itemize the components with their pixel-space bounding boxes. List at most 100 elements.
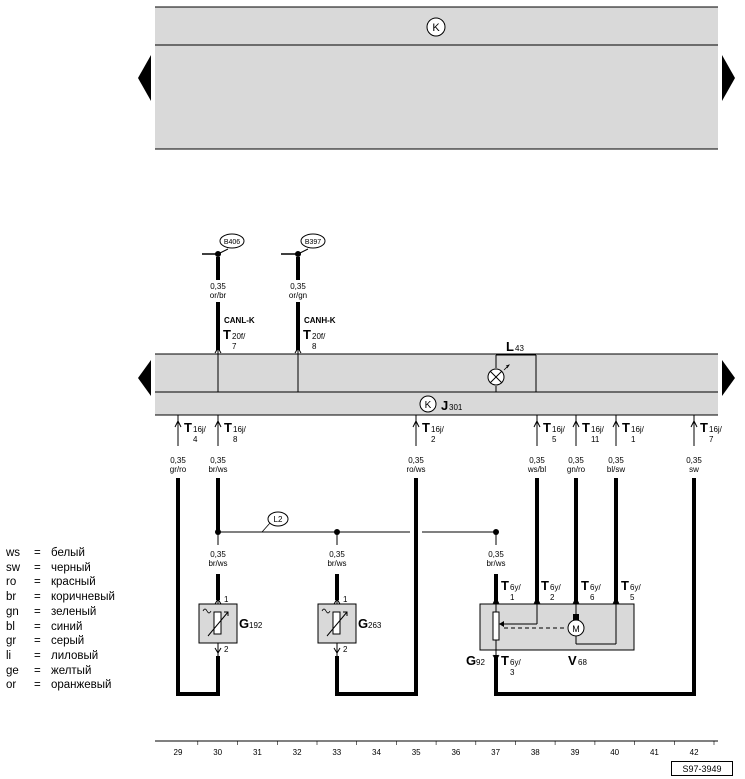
k-symbol-top-label: K xyxy=(432,22,440,34)
legend-color-name: белый xyxy=(51,547,85,559)
w37-color: br/ws xyxy=(486,559,505,568)
w30b-size: 0,35 xyxy=(210,550,226,559)
t20f-8-sub: 20f/ xyxy=(312,332,326,341)
legend-equals: = xyxy=(34,664,41,677)
g92-v68-actuator xyxy=(479,603,635,651)
w39-size: 0,35 xyxy=(568,456,584,465)
v68-motor-label: M xyxy=(572,624,580,634)
legend-code: ro xyxy=(6,576,17,589)
t6y-1-pin: 1 xyxy=(510,593,515,602)
legend-row: sw=черный xyxy=(6,561,115,576)
legend-color-name: серый xyxy=(51,635,85,648)
legend-equals: = xyxy=(34,620,41,633)
t6y-2-pin: 2 xyxy=(550,593,555,602)
track-number: 40 xyxy=(610,748,619,757)
l2-junction-37 xyxy=(493,529,499,535)
g263-pin-1: 1 xyxy=(343,595,348,604)
legend-equals: = xyxy=(34,605,41,618)
legend-equals: = xyxy=(34,576,41,589)
track-number: 37 xyxy=(491,748,500,757)
track-number: 39 xyxy=(571,748,580,757)
legend-code: gr xyxy=(6,635,17,648)
t16j-1-sub: 16j/ xyxy=(631,425,645,434)
g92-potentiometer xyxy=(492,611,500,641)
t6y-3-pin: 3 xyxy=(510,668,515,677)
track-number: 42 xyxy=(690,748,699,757)
legend-color-name: коричневый xyxy=(51,591,115,604)
b406-label: B406 xyxy=(224,239,240,246)
t6y-6-pin: 6 xyxy=(590,593,595,602)
t6y-labels: T 6y/ 1 T 6y/ 2 T 6y/ 6 T 6y/ 5 T 6y/ 3 xyxy=(501,578,641,677)
legend-code: bl xyxy=(6,620,15,633)
legend-code: ge xyxy=(6,664,19,677)
diagram-code: S97-3949 xyxy=(671,761,733,776)
legend-color-name: оранжевый xyxy=(51,679,112,692)
j301-letter: J xyxy=(441,398,448,413)
t16j-7-sub: 16j/ xyxy=(709,425,723,434)
t16j-7-pin: 7 xyxy=(709,435,714,444)
t20f-7-letter: T xyxy=(223,327,231,342)
k-symbol-module-label: K xyxy=(425,400,432,411)
track-number: 35 xyxy=(412,748,421,757)
legend-equals: = xyxy=(34,635,41,648)
w35-color: ro/ws xyxy=(406,465,425,474)
w30-size: 0,35 xyxy=(210,456,226,465)
t16j-8-letter: T xyxy=(224,420,232,435)
t16j-2-sub: 16j/ xyxy=(431,425,445,434)
legend-color-name: желтый xyxy=(51,664,92,677)
legend-color-name: красный xyxy=(51,576,96,589)
right-continuation-arrow-module xyxy=(722,360,735,396)
canh-bus-label: CANH-K xyxy=(304,316,336,325)
t16j-5-letter: T xyxy=(543,420,551,435)
t6y-3-sub: 6y/ xyxy=(510,658,521,667)
legend-equals: = xyxy=(34,649,41,662)
v68-sub: 68 xyxy=(578,658,587,667)
g192-letter: G xyxy=(239,616,249,631)
g263-sub: 263 xyxy=(368,621,382,630)
g263-pin-2: 2 xyxy=(343,645,348,654)
w40-size: 0,35 xyxy=(608,456,624,465)
wiring-thick xyxy=(176,478,696,696)
w40-color: bl/sw xyxy=(607,465,625,474)
legend-color-name: лиловый xyxy=(51,649,99,662)
control-module-j301 xyxy=(155,354,718,415)
legend-row: ro = красный xyxy=(6,575,115,590)
track-number: 33 xyxy=(332,748,341,757)
t20f-8-pin: 8 xyxy=(312,342,317,351)
t16j-2-letter: T xyxy=(422,420,430,435)
t6y-1-sub: 6y/ xyxy=(510,583,521,592)
w42-size: 0,35 xyxy=(686,456,702,465)
l2-junction-30 xyxy=(215,529,221,535)
legend-code: br xyxy=(6,591,17,604)
legend-equals: = xyxy=(34,547,41,559)
l43-sub: 43 xyxy=(515,344,524,353)
legend-code: gn xyxy=(6,605,19,618)
track-number: 41 xyxy=(650,748,659,757)
g192-temperature-icon xyxy=(202,608,212,614)
t16j-5-sub: 16j/ xyxy=(552,425,566,434)
legend-row: br=коричневый xyxy=(6,590,115,605)
t16j-11-sub: 16j/ xyxy=(591,425,605,434)
g263-letter: G xyxy=(358,616,368,631)
t6y-6-letter: T xyxy=(581,578,589,593)
legend-code: ws xyxy=(6,547,21,559)
t16j-11-letter: T xyxy=(582,420,590,435)
wire-labels-upper: 0,35 gr/ro 0,35 br/ws 0,35 ro/ws 0,35 ws… xyxy=(170,456,703,474)
wire-labels-lower: 0,35 br/ws 0,35 br/ws 0,35 br/ws xyxy=(208,550,505,568)
t6y-2-sub: 6y/ xyxy=(550,583,561,592)
t6y-5-pin: 5 xyxy=(630,593,635,602)
track-number: 31 xyxy=(253,748,262,757)
t16j-1-letter: T xyxy=(622,420,630,435)
g92-sub: 92 xyxy=(476,658,485,667)
right-continuation-arrow-top xyxy=(722,55,735,101)
w38-color: ws/bl xyxy=(527,465,546,474)
legend-row: bl=синий xyxy=(6,620,115,635)
b397-label: B397 xyxy=(305,239,321,246)
g192-pin-2: 2 xyxy=(224,645,229,654)
track-number: 29 xyxy=(174,748,183,757)
t16j-4-pin: 4 xyxy=(193,435,198,444)
legend-code: or xyxy=(6,679,17,692)
legend-row: or=оранжевый xyxy=(6,678,115,693)
